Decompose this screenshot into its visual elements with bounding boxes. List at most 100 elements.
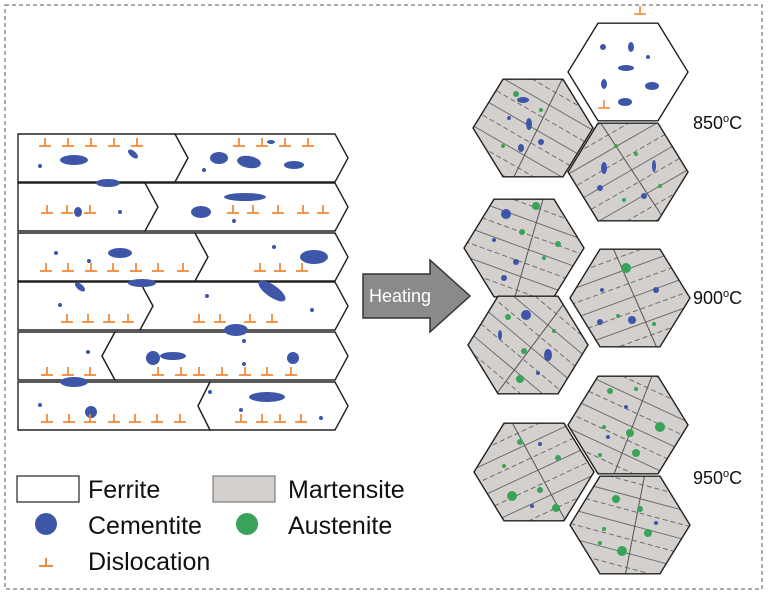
lath-line — [474, 458, 594, 521]
lath-line — [570, 306, 690, 347]
dislocation-symbol — [256, 414, 268, 423]
lath-line — [468, 296, 588, 393]
dislocation-symbol — [317, 205, 329, 214]
legend-ferrite-swatch — [16, 475, 80, 503]
cementite-particle — [538, 442, 542, 446]
martensite-laths — [568, 376, 688, 474]
legend-dislocation-icon — [39, 558, 53, 567]
cementite-particle — [232, 219, 236, 223]
austenite-particle — [621, 263, 631, 273]
cementite-particle — [38, 164, 42, 168]
cementite-particle — [86, 350, 90, 354]
legend-ferrite-label: Ferrite — [88, 476, 160, 504]
austenite-particle — [513, 91, 519, 97]
legend-cementite-label: Cementite — [88, 512, 202, 540]
dislocation-symbol — [261, 367, 273, 376]
lath-line — [568, 376, 688, 439]
austenite-particle — [637, 506, 643, 512]
austenite-particle — [507, 491, 517, 501]
lath-line — [570, 541, 690, 574]
cementite-particle — [624, 405, 628, 409]
dislocation-symbol — [279, 138, 291, 147]
dislocation-symbol — [122, 314, 134, 323]
temp-850-value: 850 — [693, 113, 723, 133]
legend-martensite-swatch — [212, 475, 276, 503]
lath-line — [570, 249, 690, 290]
dislocation-symbol — [193, 314, 205, 323]
legend-dislocation-label: Dislocation — [88, 548, 210, 576]
temp-900-unit: C — [729, 288, 742, 308]
hex-outline — [569, 248, 691, 348]
temp-850-unit: C — [729, 113, 742, 133]
dislocation-symbol — [244, 314, 256, 323]
dislocation-symbol — [108, 138, 120, 147]
hex-outline — [473, 422, 595, 522]
dashed-border — [4, 4, 763, 590]
block-boundary — [509, 199, 549, 297]
austenite-particle — [516, 375, 524, 383]
ferrite-grain — [193, 232, 349, 282]
block-boundary — [503, 423, 575, 521]
cementite-particle — [646, 55, 650, 59]
dislocation-symbol — [175, 367, 187, 376]
legend-austenite-icon — [236, 513, 258, 535]
austenite-particle — [655, 422, 665, 432]
dislocation-symbol — [84, 367, 96, 376]
cementite-particle — [237, 155, 261, 169]
ferrite-grain — [17, 331, 117, 381]
hex-ferrite-grain — [567, 6, 689, 122]
lath-line — [464, 256, 584, 297]
cementite-particle — [597, 185, 603, 191]
lath-line — [568, 376, 688, 426]
lath-line — [568, 424, 688, 474]
dislocation-symbol — [285, 367, 297, 376]
austenite-particle — [644, 529, 652, 537]
austenite-particle — [537, 487, 543, 493]
lath-line — [568, 123, 686, 182]
austenite-particle — [622, 198, 626, 202]
lath-line — [473, 94, 593, 177]
dislocation-symbol — [108, 414, 120, 423]
lath-line — [568, 138, 688, 221]
dislocation-symbol — [296, 263, 308, 272]
dislocation-symbol — [247, 205, 259, 214]
austenite-particle — [614, 144, 618, 148]
cementite-particle — [128, 279, 156, 287]
cementite-particle — [618, 65, 634, 71]
cementite-particle — [300, 250, 328, 264]
temp-950-unit: C — [729, 468, 742, 488]
hex-fill — [568, 23, 688, 121]
lath-line — [570, 253, 690, 317]
lath-line — [485, 296, 588, 372]
ferrite-cementite-particles — [38, 140, 328, 420]
cementite-particle — [653, 287, 659, 293]
ferrite-grain — [17, 133, 189, 183]
cementite-particle — [284, 161, 304, 169]
block-boundary — [592, 123, 674, 221]
austenite-particle — [521, 348, 527, 354]
dislocation-symbol — [82, 314, 94, 323]
lath-line — [464, 203, 584, 267]
austenite-particle — [617, 546, 627, 556]
hex-martensite-grain — [567, 375, 689, 475]
cementite-particle — [202, 168, 206, 172]
lath-line — [468, 318, 571, 394]
temperature-labels: 850oC 900oC 950oC — [693, 113, 742, 488]
dislocation-symbol — [266, 314, 278, 323]
dislocation-symbol — [41, 367, 53, 376]
cementite-particle — [521, 310, 531, 320]
cementite-particle — [652, 160, 656, 172]
lath-line — [474, 423, 594, 498]
cementite-particle — [601, 79, 607, 89]
heating-arrow-label: Heating — [369, 286, 431, 306]
block-boundary — [507, 79, 569, 177]
hex-outline — [567, 122, 689, 222]
cementite-particle — [60, 155, 88, 165]
dislocation-symbol — [40, 263, 52, 272]
cementite-particle — [600, 288, 604, 292]
dislocation-symbol — [62, 138, 74, 147]
cementite-particle — [210, 152, 228, 164]
austenite-particle — [505, 314, 511, 320]
austenite-particle — [602, 527, 606, 531]
cementite-particle — [75, 282, 85, 292]
